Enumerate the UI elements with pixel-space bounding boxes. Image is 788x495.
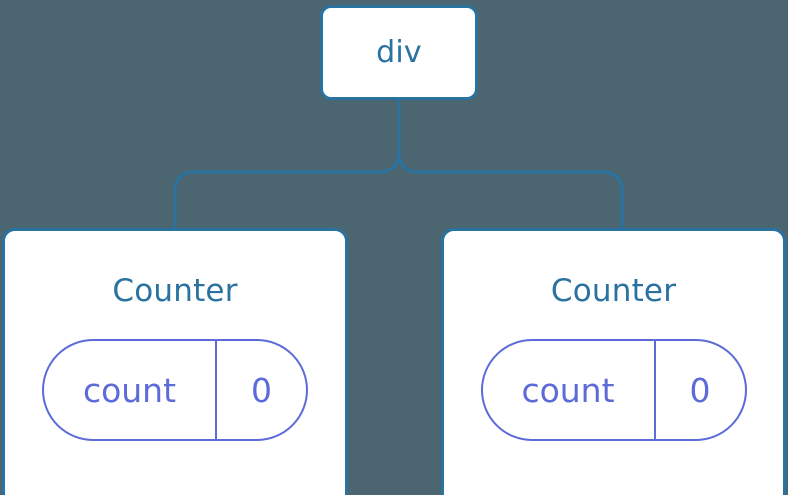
state-value-counter-2: 0	[689, 370, 711, 410]
node-counter-1[interactable]: Counter count 0	[2, 228, 348, 495]
connector-path-right	[397, 98, 624, 232]
node-div[interactable]: div	[320, 5, 478, 100]
node-div-label: div	[376, 34, 422, 70]
state-value-counter-1: 0	[251, 370, 272, 410]
state-key-counter-2: count	[483, 341, 656, 439]
node-counter-1-label: Counter	[112, 273, 238, 309]
node-counter-2-label: Counter	[550, 273, 677, 309]
connector-path-left	[173, 98, 401, 232]
state-pill-counter-2: count 0	[480, 339, 747, 441]
state-pill-counter-1: count 0	[42, 339, 308, 441]
state-key-counter-1: count	[44, 341, 217, 439]
node-counter-2[interactable]: Counter count 0	[441, 228, 786, 495]
